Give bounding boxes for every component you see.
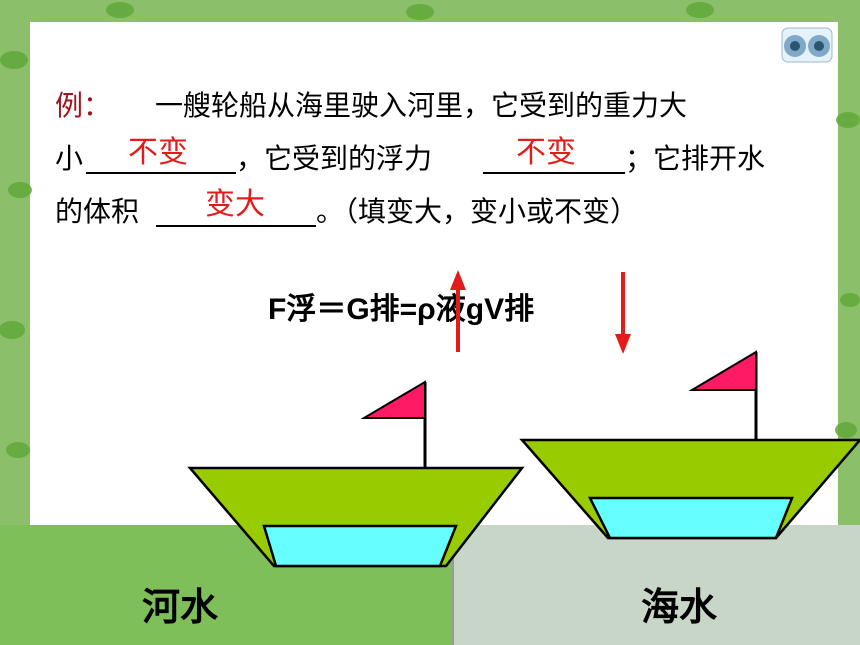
boat-river-flag [360,380,426,419]
blank-gravity-underline [86,172,236,174]
sea-water-label: 海水 [640,585,717,629]
buoyancy-formula: F浮＝G排=ρ液gV排 [268,293,535,326]
example-line2-a: 小 [55,142,84,175]
example-line3-a: 的体积 [55,195,140,228]
blank-buoyancy-underline [483,172,625,174]
boat-sea [519,350,860,540]
boat-river [187,380,525,568]
boat-river-submerged [262,524,458,568]
leaf-decoration [0,2,860,458]
gravity-down-arrow [615,272,631,354]
vine-frame-right [838,0,860,645]
binoculars-icon [781,27,833,63]
boat-sea-flag [688,350,757,391]
example-line2-b: ，它受到的浮力 [236,142,433,175]
answer-volume: 变大 [205,187,265,222]
example-line1: 一艘轮船从海里驶入河里，它受到的重力大 [155,89,688,122]
sea-water-panel: 海水 [452,525,860,645]
example-prefix: 例： [55,89,112,122]
answer-buoyancy: 不变 [516,135,576,170]
example-line2-c: ；它排开水 [625,142,766,175]
river-water-label: 河水 [141,585,218,629]
example-line3-b: 。（填变大，变小或不变） [316,195,639,228]
blank-volume-underline [156,225,316,227]
boat-sea-submerged [587,496,794,540]
buoyancy-up-arrow [450,270,466,352]
answer-gravity: 不变 [128,135,188,170]
